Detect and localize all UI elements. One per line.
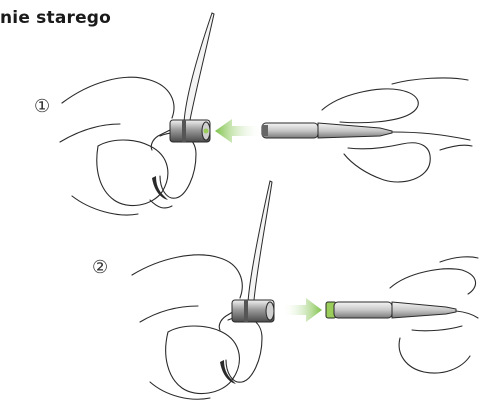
insert-arrow-2 [282,298,322,322]
step-1-illustration [60,13,472,215]
insert-arrow-1 [215,119,262,143]
left-hand-1 [60,77,196,215]
receiver-wire-1 [262,123,470,140]
receiver-wire-2 [326,302,478,318]
connector-1 [170,120,210,142]
step-2-illustration [132,181,478,399]
left-hand-2 [132,255,262,399]
connector-2 [232,300,274,322]
